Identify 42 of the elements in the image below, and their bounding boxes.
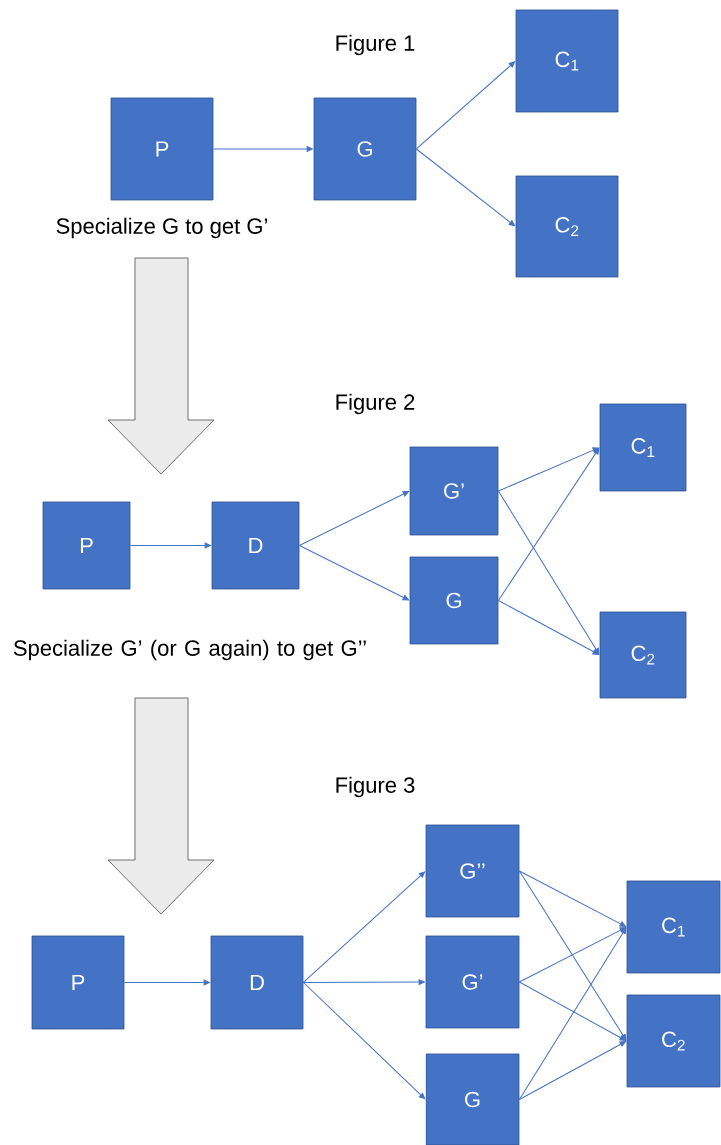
arrow [518, 927, 626, 983]
arrow [518, 870, 627, 1041]
figure-title: Figure 2 [336, 393, 415, 415]
arrow [298, 545, 409, 601]
process-box: D [211, 501, 300, 590]
arrow [518, 927, 627, 1100]
arrow [302, 871, 426, 983]
caption-text: Specialize G to get G’ [56, 217, 267, 239]
arrow [123, 979, 210, 986]
process-box: D [210, 935, 304, 1030]
arrow [415, 61, 516, 150]
arrow [497, 490, 600, 655]
arrow [212, 146, 313, 152]
arrow [518, 870, 626, 927]
arrow [518, 981, 626, 1041]
process-box: C$_{2}$ [599, 611, 687, 699]
process-box: C$_{1}$ [626, 880, 721, 974]
arrow [415, 148, 516, 227]
figure-title: Figure 1 [336, 34, 415, 56]
process-box: P [110, 97, 214, 201]
process-box: G [313, 97, 417, 201]
process-box: C$_{2}$ [626, 994, 721, 1088]
arrow [518, 1041, 626, 1100]
arrow [497, 600, 599, 655]
arrow [497, 447, 599, 492]
arrow [302, 979, 425, 985]
arrow [497, 448, 600, 601]
process-box: C$_{1}$ [515, 9, 619, 113]
process-box: C$_{1}$ [599, 403, 687, 492]
process-box: C$_{2}$ [515, 175, 619, 278]
process-box: G’ [425, 935, 520, 1029]
figure-title: Figure 3 [336, 776, 415, 798]
process-box: G [425, 1053, 520, 1145]
arrow [129, 542, 211, 549]
process-box: G’ [409, 446, 499, 536]
process-box: G [409, 556, 499, 645]
arrow [302, 982, 426, 1100]
process-box: P [31, 935, 125, 1030]
process-box: G’’ [425, 824, 520, 918]
arrow [298, 491, 409, 546]
caption-text: Specialize G’ (or G again) to get G’’ [13, 639, 366, 661]
process-box: P [42, 501, 131, 590]
